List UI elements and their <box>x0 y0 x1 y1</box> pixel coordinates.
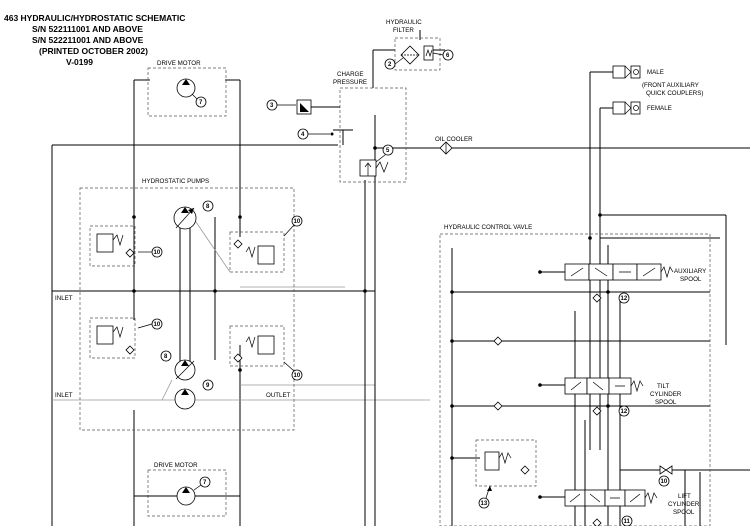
front-aux-label-2: QUICK COUPLERS) <box>646 90 703 97</box>
callout-12-a: 12 <box>621 296 628 302</box>
hydraulic-control-valve-label: HYDRAULIC CONTROL VAVLE <box>444 224 532 231</box>
charge-pressure-label-1: CHARGE <box>337 71 363 78</box>
male-label: MALE <box>647 69 664 76</box>
callout-5: 5 <box>386 148 390 154</box>
callout-2: 2 <box>388 62 392 68</box>
hydrostatic-pumps-label: HYDROSTATIC PUMPS <box>142 178 209 185</box>
callout-10-c: 10 <box>154 322 161 328</box>
lift-cylinder-spool: LIFT CYLINDER SPOOL 11 10 <box>564 465 700 526</box>
front-aux-label-1: (FRONT AUXILIARY <box>642 82 699 89</box>
callout-4: 4 <box>301 132 305 138</box>
title-line-4: (PRINTED OCTOBER 2002) <box>39 46 148 56</box>
hydraulic-filter-label-1: HYDRAULIC <box>386 19 422 26</box>
callout-10-d: 10 <box>294 373 301 379</box>
callout-8-top: 8 <box>206 204 210 210</box>
lift-spool-label-1: LIFT <box>678 493 691 500</box>
tilt-spool-label-2: CYLINDER <box>650 391 682 398</box>
lift-spool-label-2: CYLINDER <box>668 501 700 508</box>
lift-spool-label-3: SPOOL <box>673 509 695 516</box>
callout-3: 3 <box>270 103 274 109</box>
drive-motor-bottom: DRIVE MOTOR 7 <box>134 462 240 517</box>
female-label: FEMALE <box>647 105 672 112</box>
charge-pressure-label-2: PRESSURE <box>333 79 367 86</box>
hydraulic-filter: HYDRAULIC FILTER 2 6 <box>384 19 454 71</box>
drive-motor-top: DRIVE MOTOR 7 <box>147 60 227 117</box>
drive-motor-top-label: DRIVE MOTOR <box>157 60 201 67</box>
hydraulic-filter-label-2: FILTER <box>393 27 414 34</box>
quick-couplers: MALE (FRONT AUXILIARY QUICK COUPLERS) FE… <box>612 65 703 115</box>
test-port-4: 4 <box>297 128 334 140</box>
title-line-5: V-0199 <box>66 57 93 67</box>
oil-cooler: OIL COOLER <box>435 136 473 155</box>
auxiliary-spool: AUXILIARY SPOOL 12 <box>564 263 706 304</box>
drive-motor-bottom-label: DRIVE MOTOR <box>154 462 198 469</box>
oil-cooler-label: OIL COOLER <box>435 136 473 143</box>
title-line-3: S/N 522211001 AND ABOVE <box>32 35 144 45</box>
callout-11: 11 <box>624 519 631 525</box>
callout-6: 6 <box>446 53 450 59</box>
callout-12-b: 12 <box>621 409 628 415</box>
callout-8-bottom: 8 <box>164 354 168 360</box>
auxiliary-spool-label-2: SPOOL <box>680 276 702 283</box>
pressure-switch-3: 3 <box>266 99 340 115</box>
tilt-spool-label-3: SPOOL <box>655 399 677 406</box>
auxiliary-spool-label-1: AUXILIARY <box>674 268 706 275</box>
callout-10-e: 10 <box>661 479 668 485</box>
title-line-1: 463 HYDRAULIC/HYDROSTATIC SCHEMATIC <box>4 13 185 23</box>
hydrostatic-pumps: HYDROSTATIC PUMPS 8 8 9 10 10 <box>55 178 303 431</box>
outlet-label: OUTLET <box>266 392 291 399</box>
tilt-spool-label-1: TILT <box>657 383 669 390</box>
tilt-cylinder-spool: TILT CYLINDER SPOOL 12 <box>564 377 682 417</box>
title-block: 463 HYDRAULIC/HYDROSTATIC SCHEMATIC S/N … <box>4 13 185 67</box>
callout-7-top: 7 <box>199 100 203 106</box>
callout-10-b: 10 <box>294 219 301 225</box>
charge-pressure: CHARGE PRESSURE 5 <box>333 71 407 183</box>
callout-7-bottom: 7 <box>203 480 207 486</box>
inlet-lower-label: INLET <box>55 392 73 399</box>
inlet-upper-label: INLET <box>55 295 73 302</box>
callout-13: 13 <box>481 501 488 507</box>
callout-10-a: 10 <box>154 250 161 256</box>
main-relief-valve: 13 <box>475 439 537 509</box>
callout-9: 9 <box>206 383 210 389</box>
title-line-2: S/N 522111001 AND ABOVE <box>32 24 143 34</box>
hydraulic-control-valve: HYDRAULIC CONTROL VAVLE AUXILIARY SPOOL … <box>363 146 711 526</box>
